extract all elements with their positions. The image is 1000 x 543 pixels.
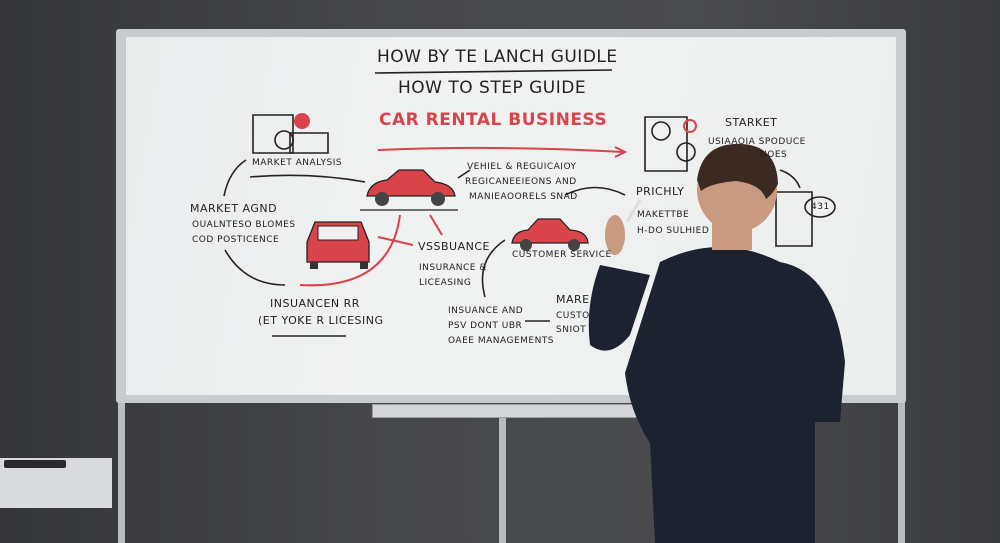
note-insurance-2: LICEASING [419,278,472,288]
note-market-agnd-1: MARKET AGND [190,202,278,215]
marker [625,199,642,223]
note-insuancen-1: INSUANCEN RR [270,297,360,310]
red-curve [299,214,401,287]
red-arrow [377,146,624,153]
note-vehicle-1: VEHIEL & REGUICAIOY [467,162,577,172]
note-vehicle-3: MANIEAOORELS SNAD [469,192,578,202]
badge-number: 431 [811,202,830,212]
note-mare: MARE [556,293,590,306]
note-sniot: SNIOT [556,325,587,335]
note-prichly: PRICHLY [636,185,685,198]
hand [605,215,625,255]
stand-leg-right [898,400,905,543]
car-icon-top [360,169,458,211]
note-market-agnd-2: OUALNTESO BLOMES [192,220,296,230]
note-market-agnd-3: COD POSTICENCE [192,235,280,245]
note-insuancen-2: (ET YOKE R LICESING [258,314,384,327]
target-icon [644,116,688,172]
person [588,143,845,543]
car-icon-customer [511,218,589,251]
note-market-analysis: MARKET ANALYSIS [252,158,343,168]
hair [697,143,778,199]
car-icon-front [306,221,370,269]
title-line-3: CAR RENTAL BUSINESS [379,110,608,130]
note-insuance-and-3: OAEE MANAGEMENTS [448,336,555,346]
title-line-2: HOW TO STEP GUIDE [398,78,587,98]
title-underline [374,69,613,74]
note-insurance-1: INSURANCE & [419,263,487,273]
note-vehicle-2: REGICANEEIEONS AND [465,177,577,187]
stand-leg-left [118,400,125,543]
title-line-1: HOW BY TE LANCH GUIDLE [377,47,618,67]
note-custo: CUSTO [556,311,590,321]
phone [4,460,66,468]
arrow [249,174,366,183]
note-usiaaoia-1: USIAAOIA SPODUCE [708,137,806,147]
note-insuance-and-2: PSV DONT UBR [448,321,523,331]
chart-icon [252,114,294,154]
note-usiaaoia-2: NOES [760,150,788,160]
note-starket: STARKET [725,116,778,129]
stand-leg-center [499,410,506,543]
report-icon [775,191,813,247]
raised-arm [588,265,650,351]
note-vssbuance: VSSBUANCE [418,240,490,253]
note-maketibe: MAKETTBE [637,210,690,220]
note-sulhied: H-DO SULHIED [637,226,710,236]
note-insuance-and-1: INSUANCE AND [448,306,524,316]
note-customer-service: CUSTOMER SERVICE [512,250,612,260]
